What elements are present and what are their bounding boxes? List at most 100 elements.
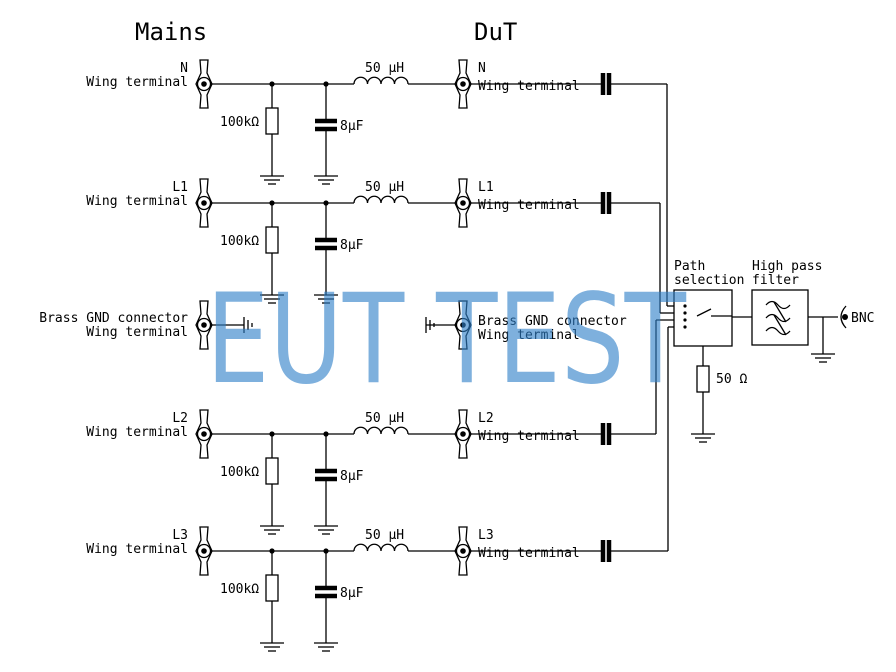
dut-gnd-terminal xyxy=(454,300,472,350)
resistor-l1 xyxy=(265,226,279,254)
mains-terminal-l3-ring xyxy=(196,543,212,559)
high-pass-filter-block: High pass filter xyxy=(732,259,838,346)
bnc-label: BNC xyxy=(851,311,874,326)
mains-gnd-terminal xyxy=(195,300,213,350)
resistor-l2 xyxy=(265,457,279,485)
filter-wave-top-icon xyxy=(765,300,791,310)
dut-terminal-n xyxy=(454,59,472,109)
inductor-value-n: 50 µH xyxy=(365,61,404,76)
dut-terminal-n-wing-icon xyxy=(454,59,472,109)
capacitor-value-l1: 8µF xyxy=(340,238,364,253)
mains-gnd-terminal-wing-icon xyxy=(195,300,213,350)
dut-gnd-terminal-wing-icon xyxy=(454,300,472,350)
dut-terminal-l1-pin xyxy=(460,200,466,206)
dut-terminal-l2 xyxy=(454,409,472,459)
mains-heading: Mains xyxy=(135,18,207,46)
filter-wave-middle-icon xyxy=(765,313,791,323)
mains-terminal-l2 xyxy=(195,409,213,459)
dut-terminal-l2-wing-icon xyxy=(454,409,472,459)
dut-terminal-l3-wing-icon xyxy=(454,526,472,576)
mains-terminal-label-l3: Wing terminal xyxy=(86,542,188,557)
mains-name-l3: L3 xyxy=(172,528,188,543)
inductor-n xyxy=(353,76,409,85)
inductor-l1 xyxy=(353,195,409,204)
dut-name-l3: L3 xyxy=(478,528,494,543)
termination-value: 50 Ω xyxy=(716,372,747,387)
switch-contact-4 xyxy=(683,325,687,329)
inductor-value-l1: 50 µH xyxy=(365,180,404,195)
dut-terminal-l3-pin xyxy=(460,548,466,554)
capacitor-value-l3: 8µF xyxy=(340,586,364,601)
resistor-n xyxy=(265,107,279,135)
mains-terminal-l3-wing-icon xyxy=(195,526,213,576)
dut-terminal-l1-wing-icon xyxy=(454,178,472,228)
switch-blade xyxy=(696,308,712,317)
inductor-value-l2: 50 µH xyxy=(365,411,404,426)
dut-terminal-l1 xyxy=(454,178,472,228)
dut-name-l1: L1 xyxy=(478,180,494,195)
mains-terminal-l1-wing-icon xyxy=(195,178,213,228)
mains-gnd-terminal-pin xyxy=(201,322,207,328)
capacitor-value-l2: 8µF xyxy=(340,469,364,484)
gnd-row: Brass GND connector Wing terminal Brass … xyxy=(39,311,627,343)
resistor-value-l3: 100kΩ xyxy=(220,582,259,597)
gnd-dut-terminal-label: Wing terminal xyxy=(478,328,580,343)
mains-terminal-label-l2: Wing terminal xyxy=(86,425,188,440)
mains-terminal-n-wing-icon xyxy=(195,59,213,109)
gnd-mains-name: Brass GND connector xyxy=(39,311,188,326)
mains-terminal-l1 xyxy=(195,178,213,228)
mains-terminal-l2-ring xyxy=(196,426,212,442)
dut-terminal-l3-ring xyxy=(455,543,471,559)
mains-terminal-l1-ring xyxy=(196,195,212,211)
inductor-l2 xyxy=(353,426,409,435)
dut-terminal-l1-ring xyxy=(455,195,471,211)
dut-terminal-n-ring xyxy=(455,76,471,92)
resistor-value-n: 100kΩ xyxy=(220,115,259,130)
resistor-l3 xyxy=(265,574,279,602)
mains-terminal-n-ring xyxy=(196,76,212,92)
dut-terminal-label-n: Wing terminal xyxy=(478,79,580,94)
path-selection-label-2: selection xyxy=(674,273,744,288)
bnc-pin xyxy=(842,314,848,320)
mains-terminal-l2-wing-icon xyxy=(195,409,213,459)
capacitor-value-n: 8µF xyxy=(340,119,364,134)
mains-terminal-n xyxy=(195,59,213,109)
filter-box xyxy=(751,289,809,346)
dut-gnd-terminal-pin xyxy=(460,322,466,328)
dut-terminal-l2-ring xyxy=(455,426,471,442)
switch-contact-2 xyxy=(683,311,687,315)
gnd-dut-name: Brass GND connector xyxy=(478,314,627,329)
dut-heading: DuT xyxy=(474,18,517,46)
dut-gnd-terminal-ring xyxy=(455,317,471,333)
filter-wave-bottom-icon xyxy=(765,326,791,336)
resistor-value-l2: 100kΩ xyxy=(220,465,259,480)
filter-label-2: filter xyxy=(752,273,799,288)
mains-terminal-label-n: Wing terminal xyxy=(86,75,188,90)
dut-terminal-label-l3: Wing terminal xyxy=(478,546,580,561)
bnc-connector: BNC xyxy=(811,305,874,363)
switch-contact-3 xyxy=(683,318,687,322)
mains-gnd-terminal-ring xyxy=(196,317,212,333)
mains-name-n: N xyxy=(180,61,188,76)
mains-terminal-n-pin xyxy=(201,81,207,87)
gnd-mains-terminal-label: Wing terminal xyxy=(86,325,188,340)
mains-terminal-l2-pin xyxy=(201,431,207,437)
dut-name-l2: L2 xyxy=(478,411,494,426)
dut-terminal-l3 xyxy=(454,526,472,576)
watermark: EUT TEST xyxy=(206,268,687,412)
path-selection-label-1: Path xyxy=(674,259,705,274)
inductor-value-l3: 50 µH xyxy=(365,528,404,543)
mains-terminal-l3-pin xyxy=(201,548,207,554)
dut-terminal-label-l1: Wing terminal xyxy=(478,198,580,213)
mains-name-l1: L1 xyxy=(172,180,188,195)
termination-resistor: 50 Ω xyxy=(691,346,747,443)
inductor-l3 xyxy=(353,543,409,552)
mains-terminal-label-l1: Wing terminal xyxy=(86,194,188,209)
termination-resistor-body xyxy=(696,365,710,393)
